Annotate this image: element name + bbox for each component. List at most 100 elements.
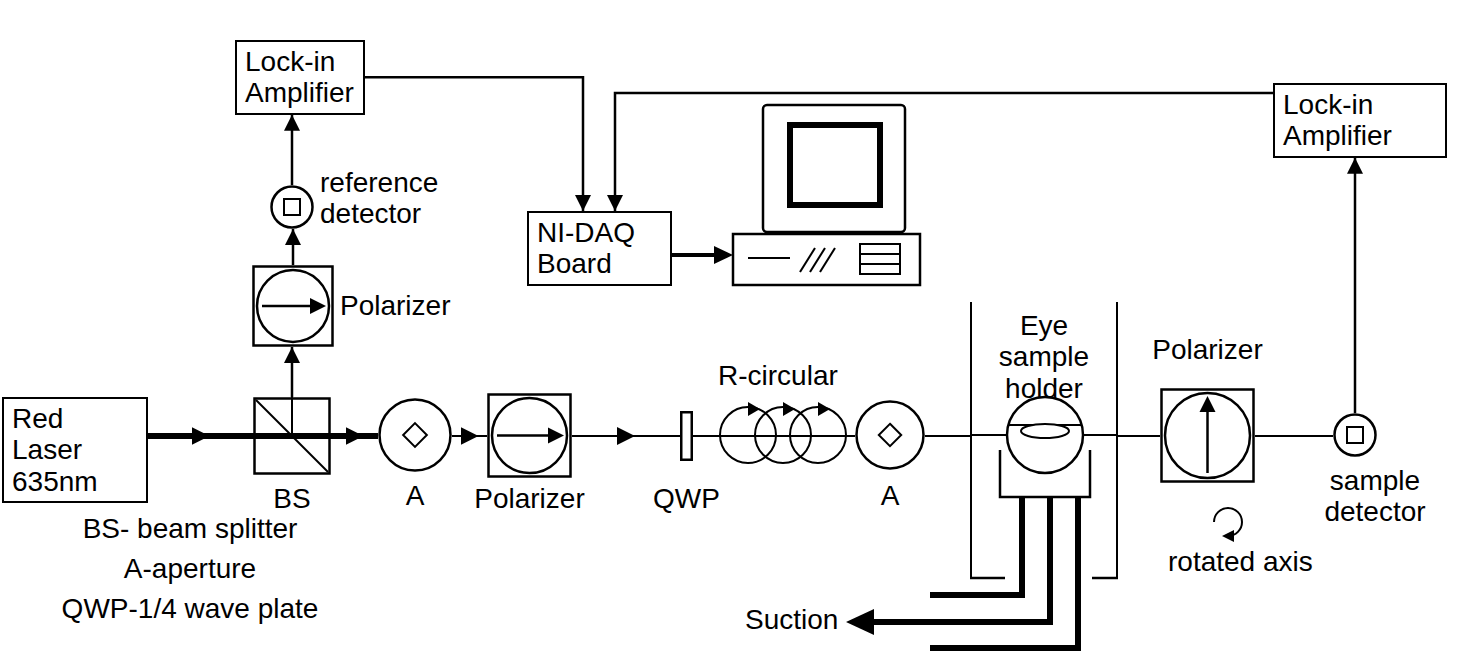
polarizer-frame — [1162, 390, 1254, 482]
amplifier-box: Lock-in Amplifier — [1273, 83, 1447, 158]
signal-line — [1118, 435, 1160, 437]
polarizer-disc — [257, 270, 329, 342]
laser-beam — [572, 435, 680, 437]
data-link — [672, 253, 718, 257]
polarizer-symbol — [1160, 388, 1255, 483]
legend-note: BS- beam splitter — [30, 513, 350, 544]
signal-line — [925, 435, 970, 437]
eye — [1007, 397, 1083, 473]
node-label: NI-DAQ Board — [537, 217, 662, 280]
signal-line — [291, 347, 294, 397]
aperture-ring — [380, 400, 451, 471]
drive-slot — [860, 263, 900, 265]
wave-plate: QWP — [680, 411, 693, 461]
node-label: reference detector — [320, 167, 490, 230]
screen — [790, 125, 880, 205]
beam-splitter: BS — [253, 397, 331, 475]
polarizer-frame — [489, 395, 571, 477]
aperture-symbol — [378, 398, 452, 472]
node-label: Eye sample holder — [989, 310, 1099, 404]
suction-label: Suction — [745, 604, 845, 635]
detector: sample detector — [1333, 413, 1377, 457]
node-label: A — [860, 480, 920, 511]
axis-arrow — [1206, 410, 1209, 473]
node-label: sample detector — [1305, 465, 1445, 528]
aperture: A — [855, 400, 925, 470]
sample-holder: Eye sample holder — [970, 302, 1118, 578]
arrowhead — [714, 246, 733, 264]
axis-arrow — [497, 434, 550, 437]
wave-plate-symbol — [680, 411, 693, 461]
aperture-hole — [879, 424, 901, 446]
lens — [1021, 424, 1069, 438]
detector-face — [284, 199, 300, 215]
node-label: Polarizer — [450, 483, 610, 514]
polarizer: Polarizer — [1160, 388, 1255, 483]
aperture-symbol — [855, 400, 925, 470]
arrowhead — [548, 428, 564, 444]
monitor — [763, 105, 905, 232]
circular-polarization — [720, 402, 846, 463]
laser-beam — [452, 435, 487, 437]
arrowhead — [1200, 396, 1216, 412]
laser-beam — [331, 433, 378, 439]
arrowhead — [818, 402, 830, 416]
arrowhead — [846, 609, 874, 635]
detector-face — [1347, 427, 1363, 443]
detector-symbol — [1333, 413, 1377, 457]
computer-base — [733, 234, 920, 285]
axis-arrow — [262, 305, 312, 308]
legend-note: A-aperture — [30, 553, 350, 584]
node-label: A — [385, 480, 445, 511]
legend-note: QWP-1/4 wave plate — [30, 593, 350, 624]
polarizer-symbol — [487, 393, 572, 478]
detector-body — [272, 187, 313, 228]
vent — [820, 248, 835, 272]
beam — [291, 397, 293, 436]
laser-beam — [148, 433, 253, 439]
plate — [681, 412, 692, 460]
node-label: Red Laser 635nm — [12, 403, 138, 497]
polarizer-disc — [1165, 393, 1250, 478]
signal-line — [693, 435, 855, 437]
arrowhead — [783, 402, 795, 416]
polarizer-symbol — [252, 265, 334, 347]
polarization-label: R-circular — [718, 360, 858, 391]
node-label: BS — [232, 483, 352, 514]
signal-line — [615, 93, 1273, 211]
polarizer: Polarizer — [487, 393, 572, 478]
aperture-hole — [403, 423, 427, 447]
drive-slot — [748, 257, 790, 259]
node-label: Polarizer — [1118, 334, 1298, 365]
node-label: Lock-in Amplifier — [1283, 89, 1437, 152]
beam-splitter-symbol — [253, 397, 331, 475]
detector-body — [1335, 415, 1376, 456]
polarizer-frame — [254, 267, 333, 346]
drive-slot — [860, 253, 900, 255]
detector: reference detector — [270, 185, 314, 229]
arrowhead — [748, 402, 760, 416]
arrowhead — [310, 298, 326, 314]
holder-floor — [1092, 577, 1118, 580]
amplifier-box: Lock-in Amplifier — [235, 40, 365, 115]
polarizer: Polarizer — [252, 265, 334, 347]
node-label: Polarizer — [340, 290, 500, 321]
daq-box: NI-DAQ Board — [527, 211, 672, 286]
signal-line — [291, 115, 294, 185]
aperture: A — [378, 398, 452, 472]
computer — [733, 105, 920, 285]
signal-line — [292, 229, 295, 265]
polarizer-disc — [492, 398, 567, 473]
drive-bay — [860, 244, 900, 274]
axis-label: rotated axis — [1168, 546, 1288, 577]
signal-line — [1255, 435, 1333, 437]
holder-floor — [970, 577, 1005, 580]
node-label: Lock-in Amplifier — [245, 46, 355, 109]
detector-symbol — [270, 185, 314, 229]
aperture-ring — [857, 402, 924, 469]
rotation-icon — [1214, 508, 1242, 536]
laser-box: Red Laser 635nm — [2, 397, 148, 503]
node-label: QWP — [637, 483, 737, 514]
signal-line — [1354, 158, 1357, 413]
